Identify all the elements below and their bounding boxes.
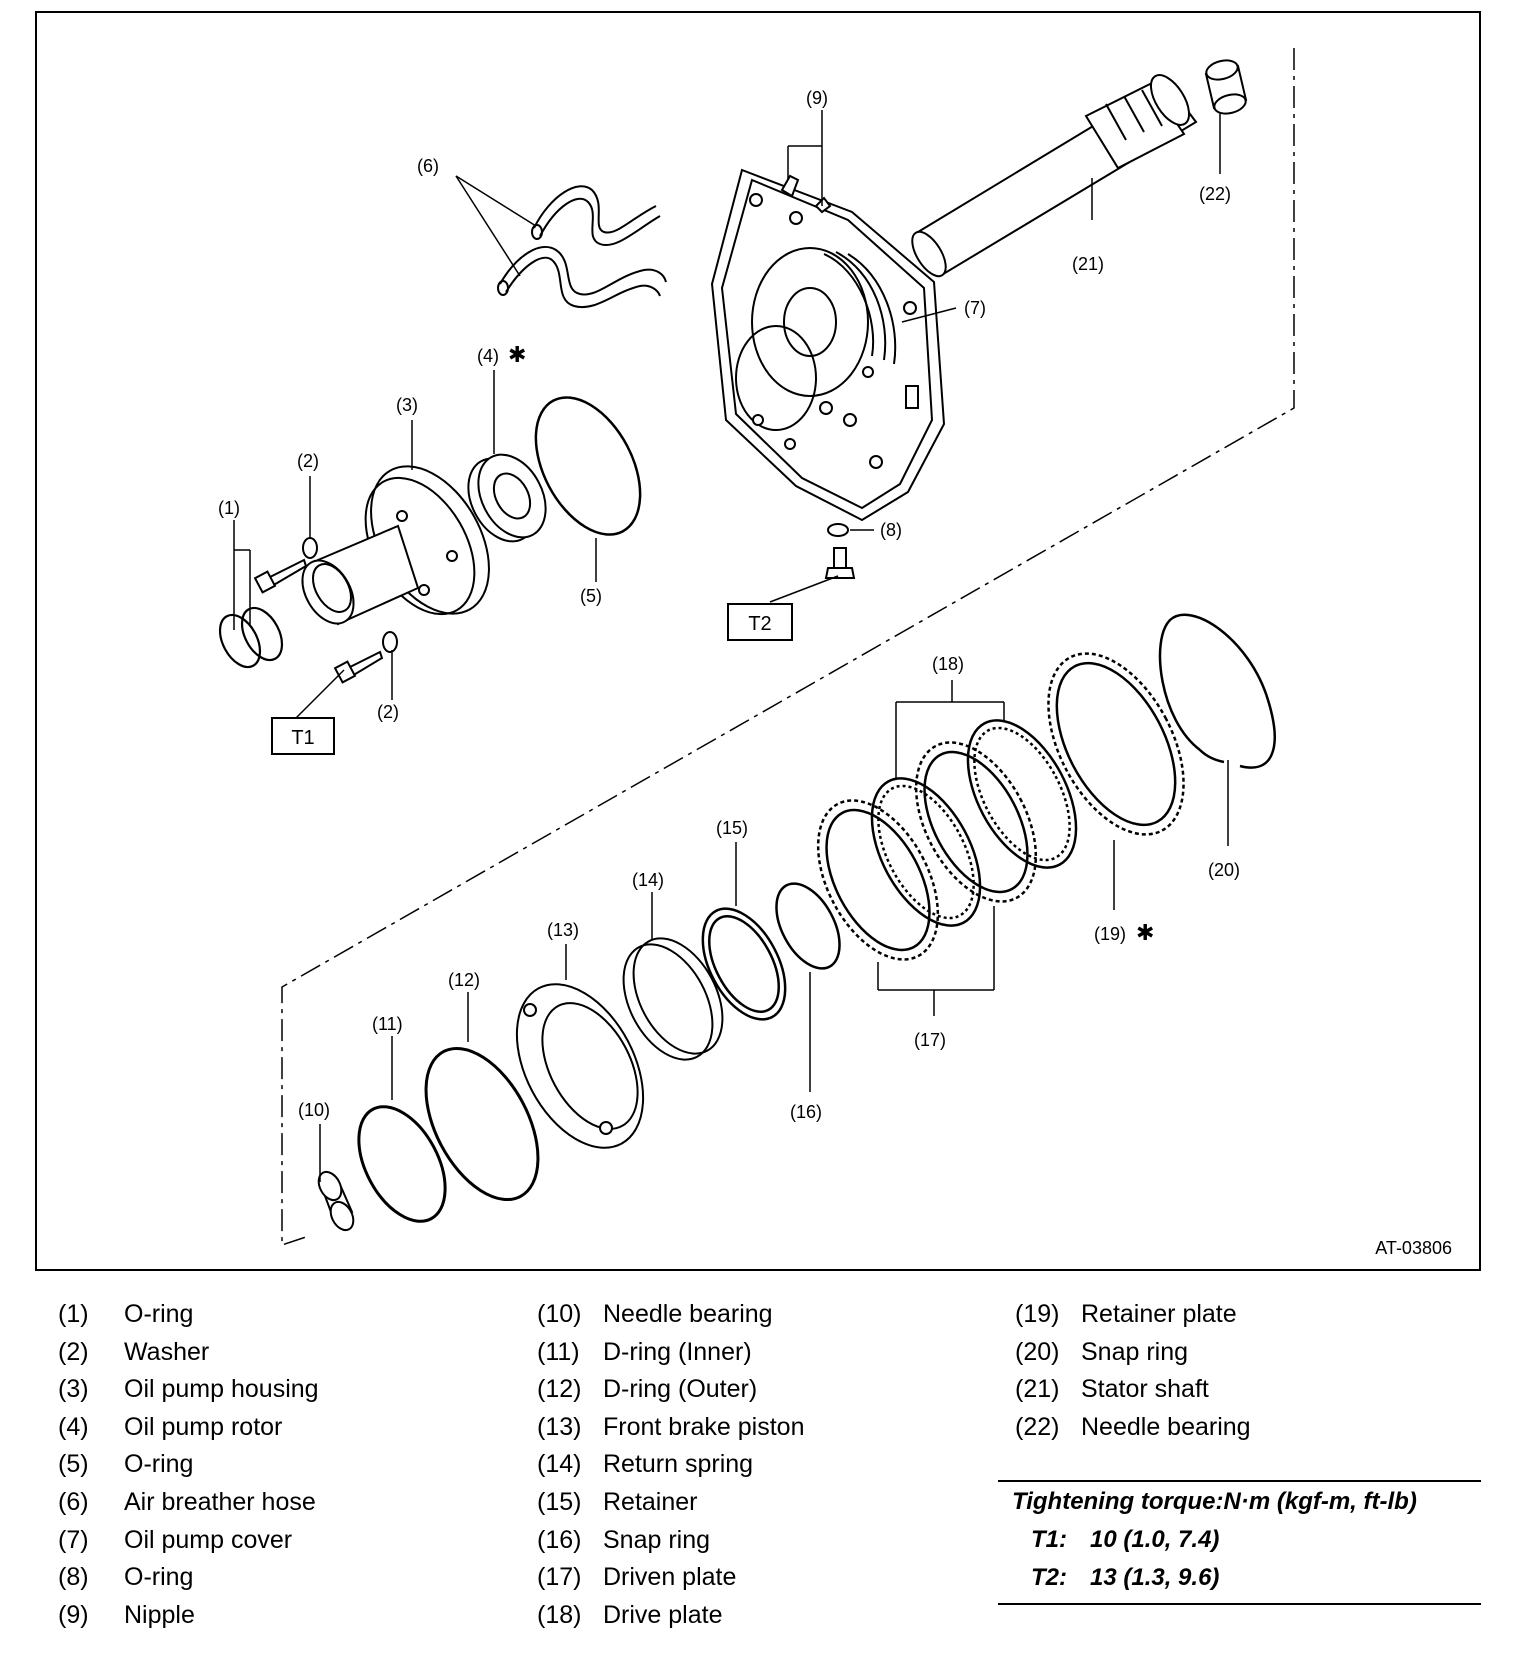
- air-breather-hoses: [497, 185, 667, 309]
- return-spring: [622, 937, 724, 1061]
- callout-4-star: ✱: [508, 342, 526, 367]
- callout-2a: (2): [297, 451, 319, 471]
- callout-10: (10): [298, 1100, 330, 1120]
- legend-item: (7)Oil pump cover: [58, 1525, 293, 1554]
- legend-item: (16)Snap ring: [537, 1525, 711, 1554]
- d-ring-outer: [424, 1046, 540, 1202]
- callout-20: (20): [1208, 860, 1240, 880]
- callout-16: (16): [790, 1102, 822, 1122]
- callout-3: (3): [396, 395, 418, 415]
- retainer: [701, 907, 787, 1021]
- snap-ring-16: [775, 882, 841, 970]
- leader-lines: [233, 110, 1229, 1182]
- callout-1: (1): [218, 498, 240, 518]
- callout-14: (14): [632, 870, 664, 890]
- torque-t1-label: T1:: [1031, 1526, 1067, 1553]
- torque-t2-label: T2:: [1031, 1564, 1067, 1591]
- legend-item: (3)Oil pump housing: [58, 1375, 319, 1404]
- legend-item: (5)O-ring: [58, 1450, 194, 1479]
- snap-ring-20: [1158, 613, 1276, 769]
- legend-column-1: (1)O-ring (2)Washer (3)Oil pump housing …: [58, 1296, 478, 1634]
- callout-8: (8): [880, 520, 902, 540]
- legend-item: (18)Drive plate: [537, 1600, 723, 1629]
- needle-bearing-10: [317, 1170, 355, 1232]
- legend-item: (11)D-ring (Inner): [537, 1337, 752, 1366]
- oil-pump-rotor: [467, 453, 547, 543]
- legend-item: (8)O-ring: [58, 1563, 194, 1592]
- callout-5: (5): [580, 586, 602, 606]
- callout-7: (7): [964, 298, 986, 318]
- bolts-and-washers: [253, 537, 398, 684]
- callout-13: (13): [547, 920, 579, 940]
- callout-19: (19): [1094, 924, 1126, 944]
- retainer-plate: [1047, 652, 1185, 836]
- torque-t2-value: 13 (1.3, 9.6): [1090, 1564, 1220, 1591]
- exploded-view-diagram: (1) (2) (2) (3) (4) ✱ (5) (6) (7) (8) (9…: [35, 11, 1481, 1271]
- legend-item: (22)Needle bearing: [1015, 1412, 1251, 1441]
- legend-item: (20)Snap ring: [1015, 1337, 1189, 1366]
- legend-item: (12)D-ring (Outer): [537, 1375, 758, 1404]
- tightening-torque-table: Tightening torque:N·m (kgf-m, ft-lb) T1:…: [998, 1480, 1481, 1605]
- t2-label: T2: [748, 613, 771, 635]
- callout-labels: (1) (2) (2) (3) (4) ✱ (5) (6) (7) (8) (9…: [218, 88, 1240, 1122]
- callout-15: (15): [716, 818, 748, 838]
- callout-11: (11): [372, 1014, 403, 1034]
- front-brake-piston: [515, 983, 645, 1149]
- legend-item: (2)Washer: [58, 1337, 210, 1366]
- legend-item: (17)Driven plate: [537, 1563, 737, 1592]
- t1-label: T1: [291, 727, 314, 749]
- callout-6: (6): [417, 156, 439, 176]
- legend-item: (4)Oil pump rotor: [58, 1412, 283, 1441]
- legend-column-3: (19)Retainer plate (20)Snap ring (21)Sta…: [1015, 1296, 1455, 1446]
- torque-t1-value: 10 (1.0, 7.4): [1090, 1526, 1220, 1553]
- legend-column-2: (10)Needle bearing (11)D-ring (Inner) (1…: [537, 1296, 957, 1634]
- stator-shaft: [911, 74, 1198, 278]
- legend-item: (13)Front brake piston: [537, 1412, 805, 1441]
- o-ring-8-and-bolt: [824, 523, 856, 579]
- callout-22: (22): [1199, 184, 1231, 204]
- o-ring-5: [534, 396, 642, 536]
- callout-18: (18): [932, 654, 964, 674]
- callout-12: (12): [448, 970, 480, 990]
- callout-19-star: ✱: [1136, 920, 1154, 945]
- legend-item: (1)O-ring: [58, 1300, 194, 1328]
- callout-2b: (2): [377, 702, 399, 722]
- torque-box-t1: T1: [271, 717, 335, 755]
- legend-item: (21)Stator shaft: [1015, 1375, 1209, 1404]
- diagram-frame: [35, 11, 1481, 1271]
- oil-pump-housing: [301, 465, 490, 626]
- callout-9: (9): [806, 88, 828, 108]
- needle-bearing-22: [1204, 59, 1248, 115]
- callout-4: (4): [477, 346, 499, 366]
- callout-21: (21): [1072, 254, 1104, 274]
- clutch-plate-pack: [816, 719, 1078, 961]
- d-ring-inner: [357, 1105, 447, 1223]
- oil-pump-cover: [710, 168, 946, 522]
- legend-item: (10)Needle bearing: [537, 1300, 773, 1328]
- torque-title: Tightening torque:N·m (kgf-m, ft-lb): [1012, 1488, 1417, 1515]
- legend-item: (9)Nipple: [58, 1600, 195, 1629]
- figure-id: AT-03806: [1375, 1238, 1452, 1258]
- legend-item: (14)Return spring: [537, 1450, 754, 1479]
- legend-item: (6)Air breather hose: [58, 1487, 316, 1516]
- callout-17: (17): [914, 1030, 946, 1050]
- o-rings-1: [218, 606, 284, 669]
- legend-item: (19)Retainer plate: [1015, 1300, 1237, 1328]
- torque-box-t2: T2: [727, 603, 793, 641]
- assembly-centerlines: [281, 48, 1295, 1247]
- legend-item: (15)Retainer: [537, 1487, 698, 1516]
